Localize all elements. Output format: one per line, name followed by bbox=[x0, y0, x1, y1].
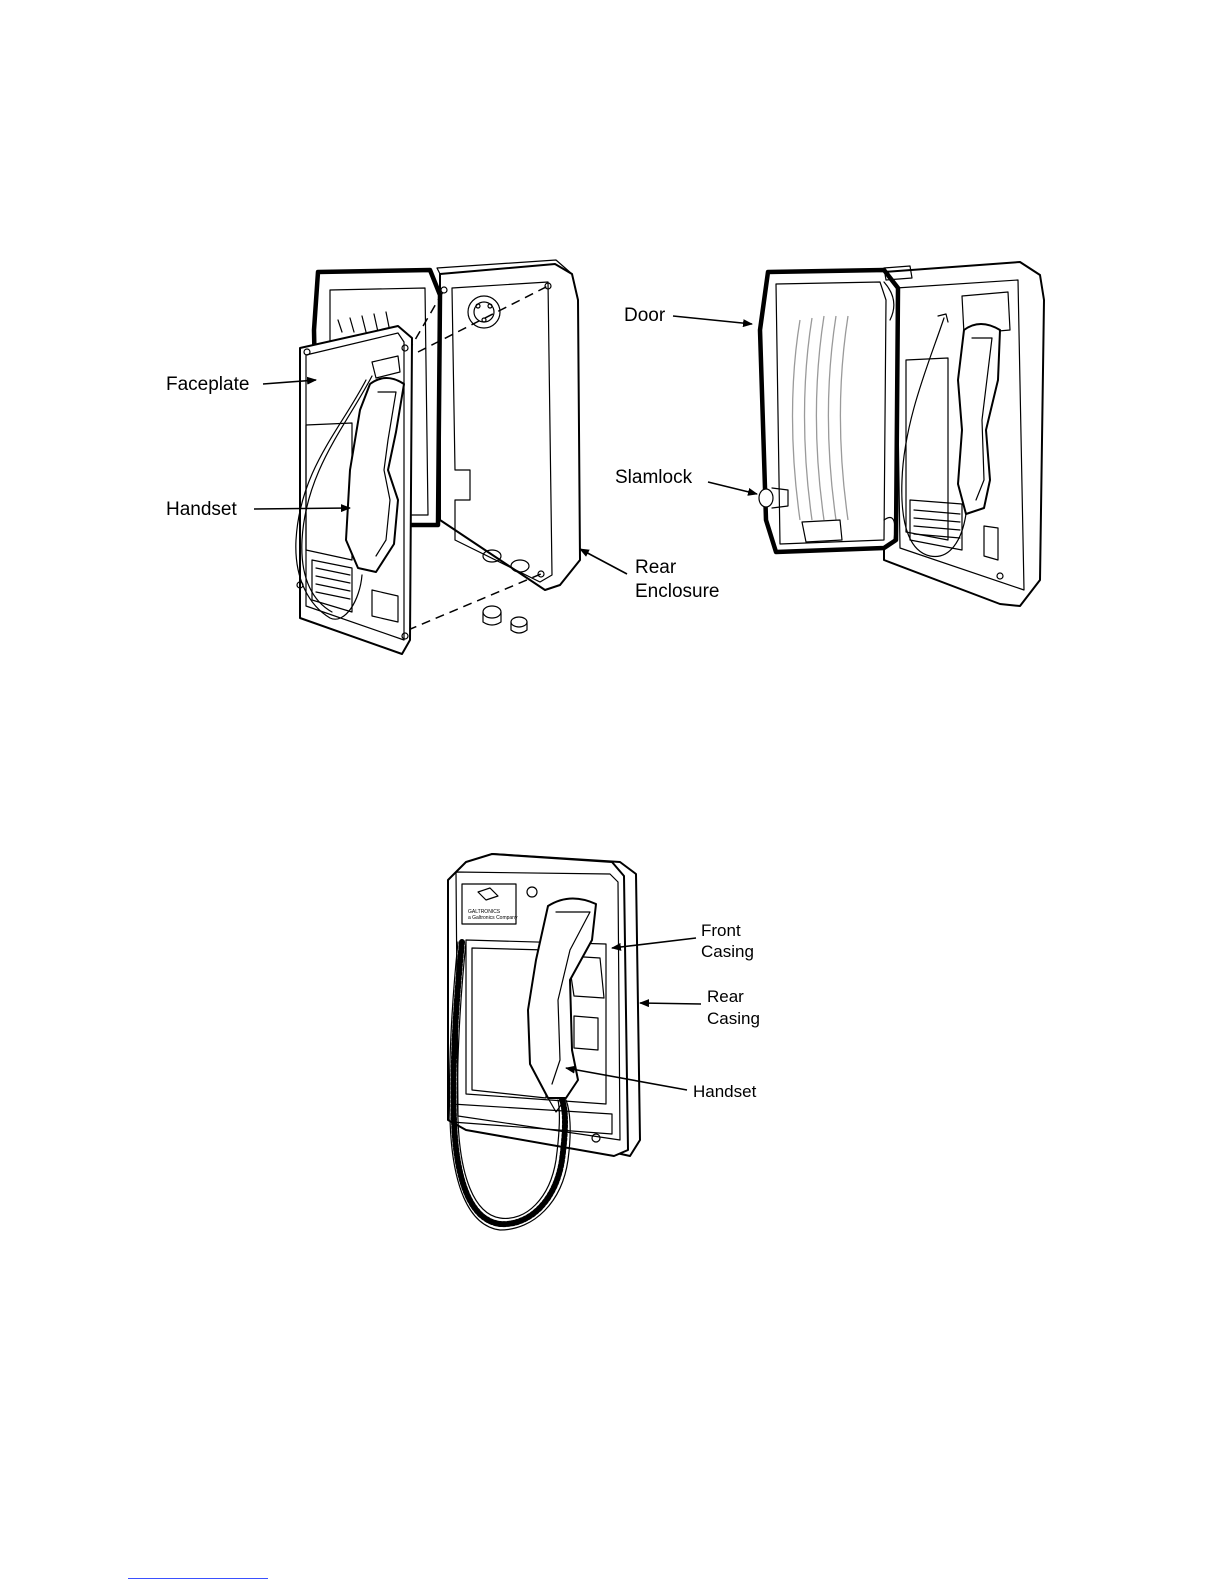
logo-subtext: a Galtronics Company bbox=[468, 915, 518, 921]
label-door: Door bbox=[624, 305, 666, 326]
arrow-door bbox=[673, 316, 752, 324]
door-view-drawing bbox=[759, 262, 1044, 606]
label-slamlock: Slamlock bbox=[615, 467, 693, 488]
label-front-casing-line2: Casing bbox=[701, 942, 754, 961]
arrow-rear-casing bbox=[640, 1003, 701, 1004]
arrow-rear-enclosure bbox=[580, 549, 627, 574]
footer-rule bbox=[128, 1578, 268, 1579]
label-faceplate: Faceplate bbox=[166, 374, 249, 395]
label-handset-bottom: Handset bbox=[693, 1082, 757, 1101]
label-rear-casing-line2: Casing bbox=[707, 1009, 760, 1028]
label-rear-enclosure-line2: Enclosure bbox=[635, 581, 720, 602]
arrow-slamlock bbox=[708, 482, 757, 494]
label-handset-top: Handset bbox=[166, 499, 237, 520]
label-rear-casing-line1: Rear bbox=[707, 987, 744, 1006]
arrow-handset-top bbox=[254, 508, 350, 509]
label-rear-enclosure-line1: Rear bbox=[635, 557, 677, 578]
exploded-view-drawing bbox=[296, 260, 580, 654]
label-front-casing-line1: Front bbox=[701, 921, 741, 940]
assembled-phone-drawing: GALTRONICS a Galtronics Company bbox=[448, 854, 640, 1230]
